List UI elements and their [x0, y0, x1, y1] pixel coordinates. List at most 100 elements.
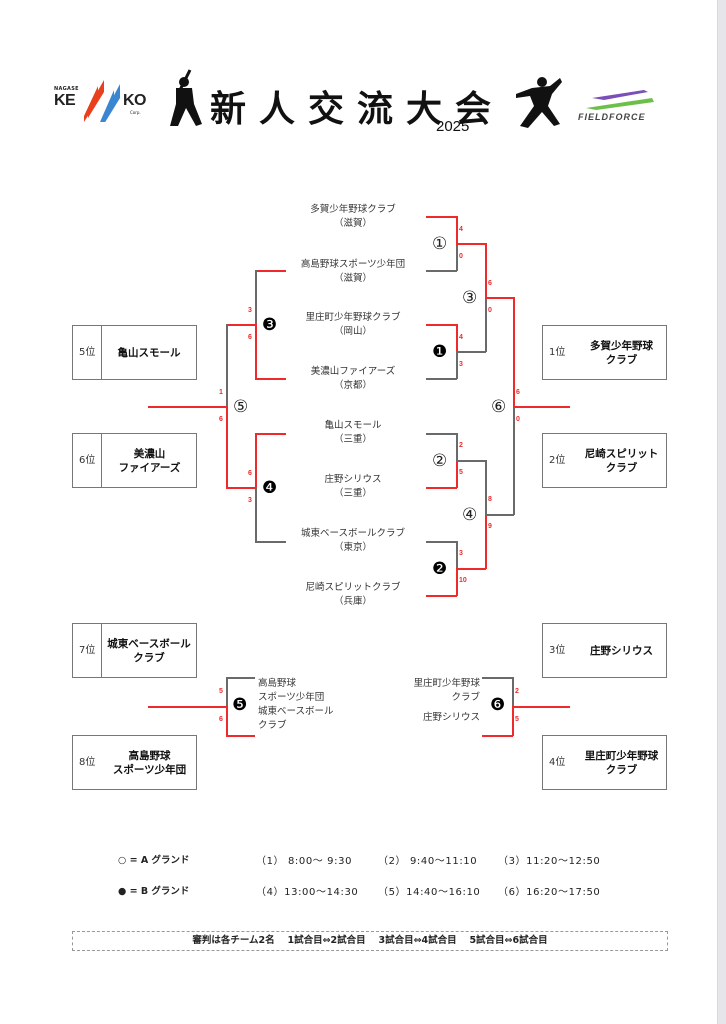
- bracket-line: [456, 351, 458, 379]
- team-entry: 多賀少年野球クラブ（滋賀）: [263, 203, 443, 231]
- bracket-line: [148, 406, 227, 408]
- bracket-line: [512, 677, 514, 706]
- ranking-box-4: 4位 里庄町少年野球クラブ: [542, 735, 667, 790]
- bracket-line: [426, 216, 457, 218]
- bracket-line: [226, 406, 228, 488]
- team-pref: （滋賀）: [333, 273, 372, 284]
- bracket-line: [426, 487, 457, 489]
- bracket-line: [426, 433, 457, 435]
- team-pref: （岡山）: [333, 326, 372, 337]
- bracket-line: [512, 706, 570, 708]
- game-label-6b: ❻: [490, 695, 506, 715]
- bracket-line: [456, 568, 458, 596]
- game-label-3b: ❸: [262, 315, 278, 335]
- bracket-line: [513, 406, 570, 408]
- ranking-pos: 7位: [79, 645, 96, 656]
- ranking-team: 庄野シリウス: [590, 644, 653, 657]
- game-label-3: ③: [462, 288, 478, 308]
- team-name: 美濃山ファイアーズ: [310, 366, 396, 377]
- score: 6: [248, 470, 252, 477]
- bracket-line: [485, 460, 487, 514]
- ranking-team: 尼崎スピリットクラブ: [584, 447, 659, 474]
- team-pref: （京都）: [333, 380, 372, 391]
- team-name: 城東ベースボールクラブ: [300, 528, 406, 539]
- bracket-line: [226, 324, 228, 406]
- score: 0: [488, 307, 492, 314]
- ranking-team: 里庄町少年野球クラブ: [584, 749, 659, 776]
- bracket-line: [426, 595, 457, 597]
- pitcher-silhouette-icon: [516, 77, 562, 128]
- ranking-pos: 6位: [79, 455, 96, 466]
- score: 10: [459, 577, 467, 584]
- schedule-slot: （5）14:40～16:10: [378, 887, 481, 898]
- ranking-team: 美濃山ファイアーズ: [118, 447, 181, 474]
- bracket-line: [513, 297, 515, 406]
- fieldforce-logo-text: FIELDFORCE: [578, 112, 646, 122]
- bracket-line: [482, 677, 513, 679]
- game-label-5b: ❺: [232, 695, 248, 715]
- consolation-teams-5: 高島野球 スポーツ少年団 城東ベースボール クラブ: [258, 678, 334, 731]
- game-label-6: ⑥: [491, 397, 507, 417]
- legend-b-ground: ● = B グランド: [118, 886, 190, 897]
- bracket-line: [456, 243, 458, 271]
- game-label-4: ④: [462, 505, 478, 525]
- bracket-line: [426, 378, 457, 380]
- game-label-2: ②: [432, 451, 448, 471]
- divider: [101, 624, 102, 677]
- kenko-logo-left: KE: [54, 92, 76, 109]
- fieldforce-wings-icon: [586, 90, 654, 110]
- bracket-line: [255, 270, 257, 324]
- kenko-logo-corp: Corp.: [130, 110, 141, 115]
- bracket-line: [255, 433, 286, 435]
- bracket-line: [226, 324, 256, 326]
- score: 3: [459, 550, 463, 557]
- scrollbar[interactable]: [717, 0, 726, 1024]
- score: 6: [219, 716, 223, 723]
- bracket-line: [456, 243, 486, 245]
- bracket-line: [485, 297, 487, 352]
- bracket-line: [255, 487, 257, 542]
- bracket-line: [482, 735, 513, 737]
- bracket-line: [456, 324, 458, 351]
- ranking-box-3: 3位 庄野シリウス: [542, 623, 667, 678]
- game-label-5: ⑤: [233, 397, 249, 417]
- team-pref: （三重）: [333, 434, 372, 445]
- bracket-line: [485, 243, 487, 297]
- bracket-line: [456, 433, 458, 460]
- score: 0: [459, 253, 463, 260]
- bracket-line: [426, 324, 457, 326]
- ranking-team: 高島野球スポーツ少年団: [112, 749, 187, 776]
- score: 0: [516, 416, 520, 423]
- kenko-logo: NAGASE KE KO Corp.: [52, 78, 152, 122]
- team-entry: 城東ベースボールクラブ（東京）: [263, 527, 443, 555]
- bracket-line: [456, 216, 458, 243]
- score: 5: [515, 716, 519, 723]
- team-name: 亀山スモール: [324, 420, 382, 431]
- score: 1: [219, 389, 223, 396]
- team-entry: 亀山スモール （三重）: [263, 419, 443, 447]
- schedule-slot: （6）16:20～17:50: [498, 887, 601, 898]
- bracket-line: [456, 460, 486, 462]
- bracket-line: [255, 378, 286, 380]
- bracket-line: [255, 324, 257, 379]
- score: 6: [488, 280, 492, 287]
- bracket-line: [485, 514, 514, 516]
- team-entry: 庄野シリウス（三重）: [263, 473, 443, 501]
- bracket-line: [456, 460, 458, 488]
- bracket-line: [456, 568, 486, 570]
- ranking-team: 多賀少年野球クラブ: [590, 339, 653, 366]
- divider: [101, 326, 102, 379]
- team-pref: （兵庫）: [333, 596, 372, 607]
- bracket-line: [456, 541, 458, 568]
- team-entry: 里庄町少年野球クラブ（岡山）: [263, 311, 443, 339]
- schedule-slot: （1） 8:00～ 9:30: [256, 856, 353, 867]
- ranking-team: 亀山スモール: [117, 346, 181, 359]
- ranking-pos: 5位: [79, 347, 96, 358]
- ranking-pos: 3位: [549, 645, 566, 656]
- ranking-box-6: 6位 美濃山ファイアーズ: [72, 433, 197, 488]
- bracket-line: [512, 706, 514, 736]
- score: 4: [459, 226, 463, 233]
- team-entry: 尼崎スピリットクラブ（兵庫）: [263, 581, 443, 609]
- bracket-line: [255, 270, 286, 272]
- bracket-line: [226, 735, 255, 737]
